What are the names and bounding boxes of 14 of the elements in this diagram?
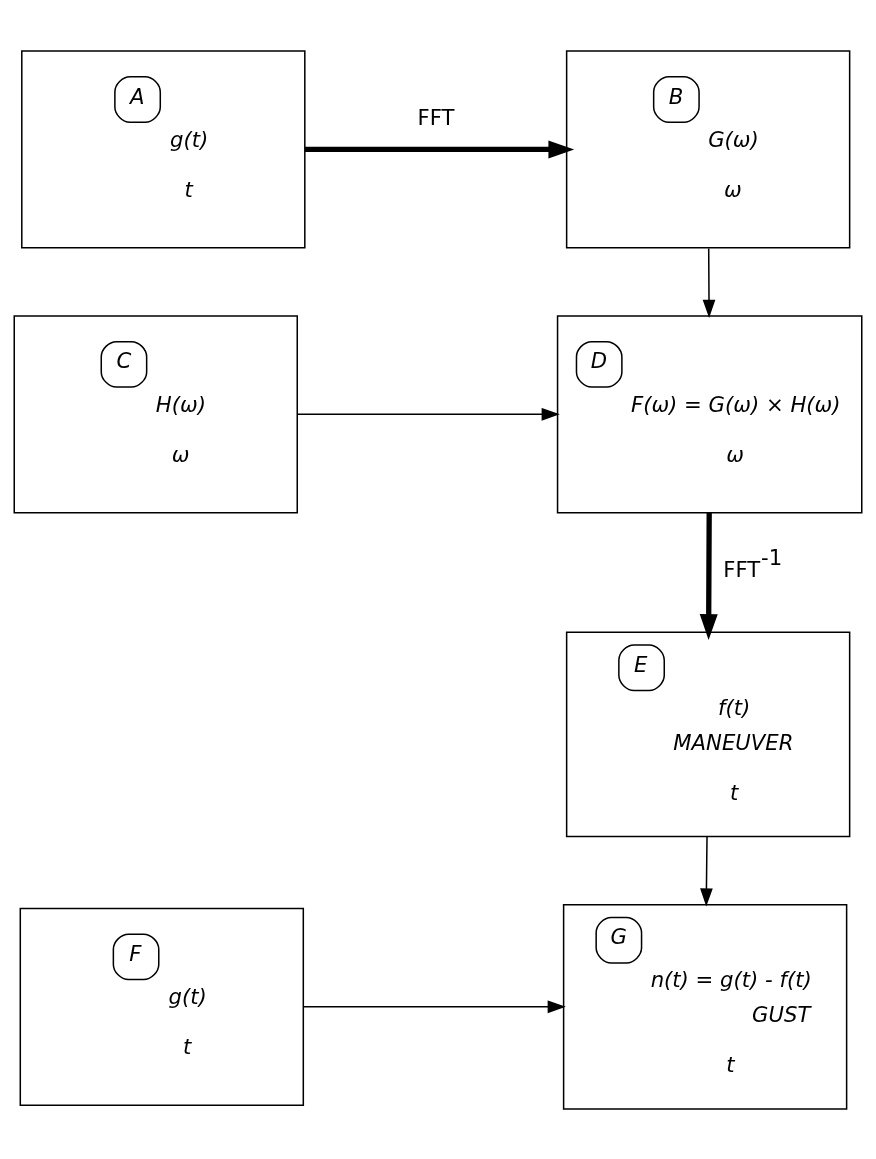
arrow (699, 512, 718, 640)
node-box: F g(t) t (19, 907, 305, 1106)
arrow (305, 139, 575, 158)
arrow (702, 247, 716, 318)
arrow (296, 407, 560, 421)
node-box: D F(ω) = G(ω) × H(ω) ω (556, 314, 863, 513)
node-box: A g(t) t (21, 49, 306, 249)
arrow (700, 835, 713, 907)
arrow (302, 999, 566, 1013)
edge-label: FFT (417, 104, 455, 130)
node-box: C H(ω) ω (13, 314, 298, 513)
node-box: G n(t) = g(t) - f(t) GUST t (562, 903, 848, 1110)
node-box: B G(ω) ω (565, 49, 851, 249)
node-box: E f(t) MANEUVER t (565, 630, 851, 837)
